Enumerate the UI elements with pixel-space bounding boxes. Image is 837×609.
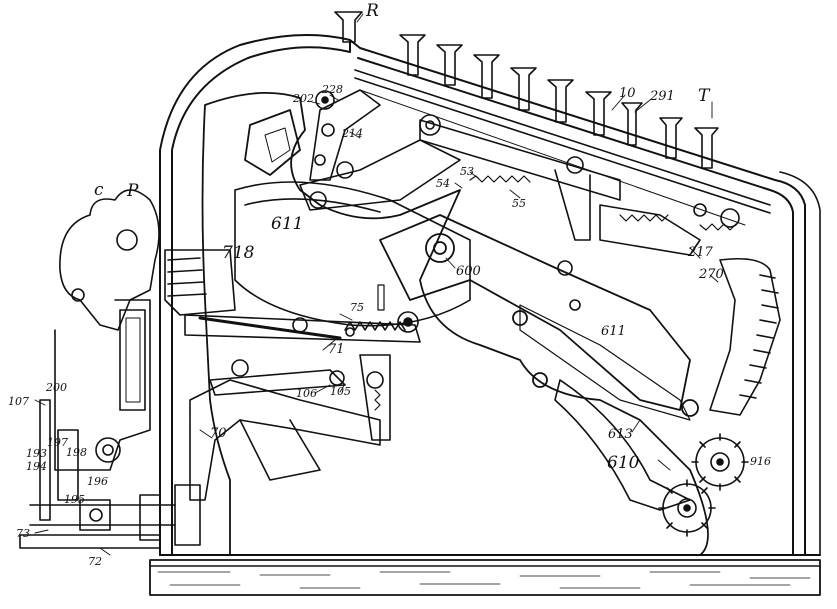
label-72: 72 [88, 555, 102, 568]
machine-casing [159, 34, 821, 556]
label-214: 214 [342, 127, 363, 140]
label-75: 75 [350, 301, 364, 314]
label-P: P [127, 181, 139, 201]
label-195: 195 [64, 493, 85, 506]
leader-lines [34, 13, 748, 556]
label-228: 228 [322, 83, 343, 96]
label-193: 193 [26, 447, 47, 460]
label-70: 70 [210, 426, 227, 441]
segment-610 [554, 379, 691, 511]
base-plate [149, 559, 821, 596]
label-611-left: 611 [271, 214, 304, 234]
gear-916-lower [658, 479, 716, 537]
label-198: 198 [66, 446, 87, 459]
links-105-106 [209, 354, 391, 441]
label-600: 600 [456, 264, 481, 279]
frame-plate [201, 91, 709, 556]
pinion-75 [397, 311, 419, 333]
comb-718 [164, 249, 236, 316]
label-53: 53 [460, 165, 474, 178]
label-718: 718 [222, 243, 255, 263]
label-54: 54 [436, 177, 450, 190]
cam-assembly [59, 189, 160, 331]
label-106: 106 [296, 387, 317, 400]
label-202: 202 [293, 92, 314, 105]
label-197: 197 [47, 436, 68, 449]
label-55: 55 [512, 197, 526, 210]
gear-916-upper [691, 433, 749, 491]
label-610: 610 [607, 453, 640, 473]
label-611-right: 611 [601, 324, 626, 339]
label-c: c [94, 180, 104, 200]
lever-70 [189, 379, 381, 501]
label-107: 107 [8, 395, 29, 408]
label-613: 613 [608, 427, 633, 442]
label-R: R [366, 1, 379, 21]
label-200: 200 [46, 381, 67, 394]
left-frame [54, 299, 161, 556]
label-291: 291 [650, 89, 675, 104]
upper-linkage [299, 89, 740, 311]
label-196: 196 [87, 475, 108, 488]
label-916: 916 [750, 455, 771, 468]
label-73: 73 [16, 527, 30, 540]
right-sector [709, 257, 781, 416]
label-217: 217 [688, 245, 713, 260]
label-T: T [698, 86, 710, 106]
springs [374, 175, 737, 411]
label-194: 194 [26, 460, 47, 473]
lower-shafts [19, 399, 201, 549]
label-270: 270 [699, 267, 724, 282]
key-rails [354, 69, 771, 226]
pin-228 [315, 90, 335, 110]
label-10: 10 [619, 86, 636, 101]
label-71: 71 [328, 342, 345, 357]
lever-600 [379, 214, 699, 421]
key-stems [334, 11, 719, 169]
rack-71 [184, 314, 421, 343]
label-105: 105 [330, 385, 351, 398]
